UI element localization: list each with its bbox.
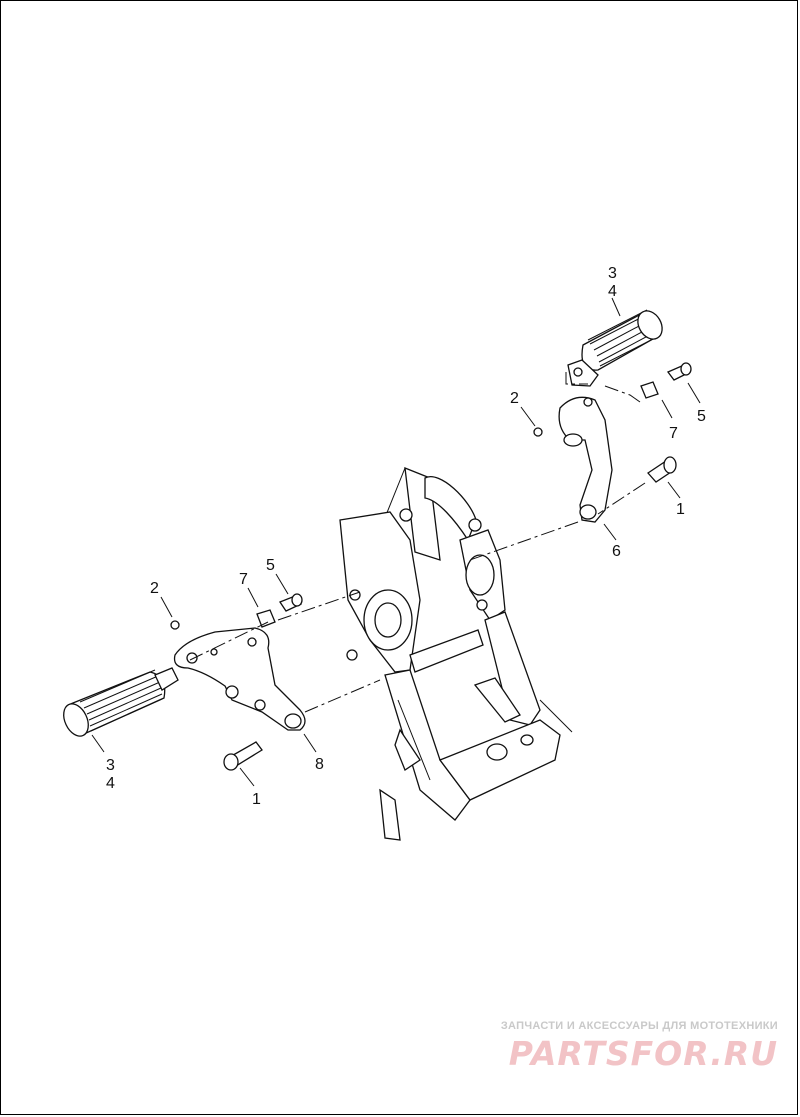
- left-washer: [256, 609, 276, 628]
- callout-left-4: 4: [106, 775, 115, 792]
- callout-labels: 3 4 2 7 5 1 6 2 7 5 3 4 8 1: [106, 265, 706, 808]
- watermark-logo: PARTSFOR.RU: [508, 1034, 778, 1073]
- callout-right-4: 4: [608, 283, 617, 300]
- callout-right-3: 3: [608, 265, 617, 282]
- watermark: ЗАПЧАСТИ И АКСЕССУАРЫ ДЛЯ МОТОТЕХНИКИ PA…: [501, 1020, 778, 1073]
- callout-left-1: 1: [252, 791, 261, 808]
- right-washer: [640, 381, 659, 399]
- left-footpeg-assembly: [63, 591, 381, 771]
- callout-right-5: 5: [697, 408, 706, 425]
- motorcycle-frame: [339, 466, 573, 841]
- callout-left-8: 8: [315, 756, 324, 773]
- right-footpeg-assembly: [469, 309, 692, 561]
- right-retaining-clip: [533, 427, 543, 437]
- callout-right-7: 7: [669, 425, 678, 442]
- right-footpeg-rubber: [581, 309, 663, 371]
- callout-left-5: 5: [266, 557, 275, 574]
- leader-lines: [91, 297, 701, 787]
- callout-right-6: 6: [612, 543, 621, 560]
- watermark-tagline: ЗАПЧАСТИ И АКСЕССУАРЫ ДЛЯ МОТОТЕХНИКИ: [500, 1020, 778, 1032]
- callout-left-2: 2: [150, 580, 159, 597]
- left-footpeg-bracket: [173, 627, 306, 731]
- callout-right-1: 1: [676, 501, 685, 518]
- right-footpeg-mount: [558, 396, 613, 523]
- right-footpeg-clevis: [567, 359, 599, 387]
- callout-right-2: 2: [510, 390, 519, 407]
- left-footpeg-rubber: [63, 669, 166, 737]
- left-retaining-clip: [170, 620, 180, 630]
- callout-left-7: 7: [239, 571, 248, 588]
- callout-left-3: 3: [106, 757, 115, 774]
